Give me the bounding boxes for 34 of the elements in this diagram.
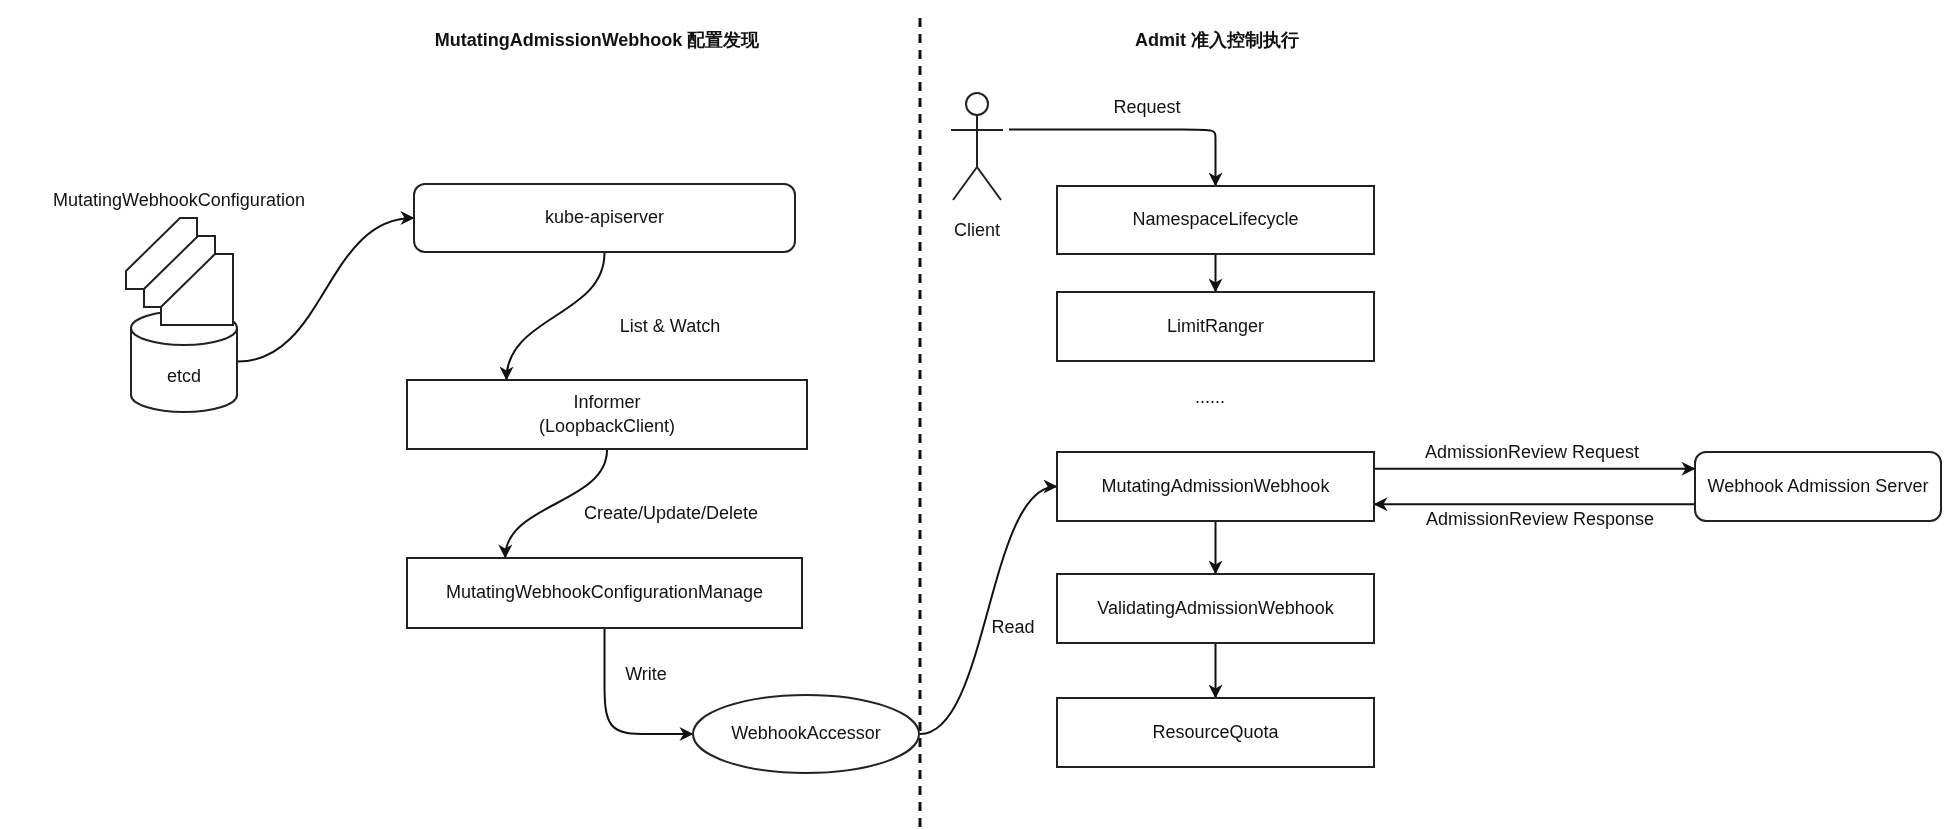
section-heading: Admit 准入控制执行 [1133,28,1301,52]
process-box [1056,451,1375,522]
process-box [1056,697,1375,768]
section-heading: MutatingAdmissionWebhook 配置发现 [432,28,762,52]
arrow [501,252,606,381]
arrow [919,483,1058,735]
node-label: Client [954,218,1000,242]
arrow [237,212,415,363]
node-label: kube-apiserver [544,206,665,230]
arrow [1208,643,1223,699]
node-label: MutatingAdmissionWebhook [1101,474,1330,498]
node-label: MutatingWebhookConfigurationManage [446,581,763,605]
node-label: WebhookAccessor [731,722,881,746]
process-box [1056,291,1375,362]
node-label: ValidatingAdmissionWebhook [1097,596,1334,620]
node-label: Informer [573,391,641,415]
rounded-box [413,183,796,253]
arrow [1208,254,1223,293]
arrow [500,449,608,559]
arrow [603,628,694,741]
arrow [1008,128,1223,187]
node-label: etcd [167,364,201,388]
process-box [1056,573,1375,644]
rounded-box [1694,451,1942,522]
arrow [1208,521,1223,575]
process-box [406,379,808,450]
node-label: LimitRanger [1166,314,1264,338]
node-label: NamespaceLifecycle [1132,208,1299,232]
process-box [406,557,803,629]
node-label: Webhook Admission Server [1707,474,1929,498]
node-label: ResourceQuota [1152,720,1279,744]
arrow [1374,461,1696,476]
process-box [1056,185,1375,255]
node-label: (LoopbackClient) [538,414,676,438]
